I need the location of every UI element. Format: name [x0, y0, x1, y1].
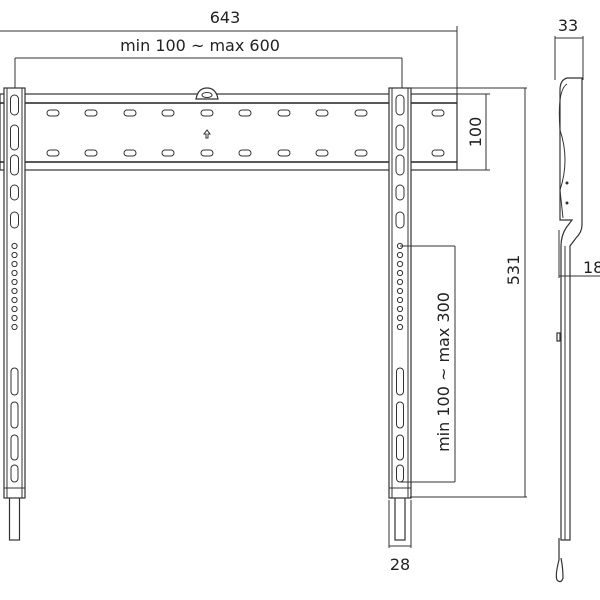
mounting-hole	[84, 149, 98, 157]
dimension-bar-height: 100	[457, 93, 490, 171]
mounting-hole	[238, 149, 252, 157]
rail-hole	[11, 269, 18, 277]
mounting-hole	[315, 149, 329, 157]
dimension-overall-height: 531	[410, 87, 527, 498]
mounting-hole	[431, 149, 445, 157]
mounting-hole	[277, 109, 291, 117]
rail-slot	[395, 184, 405, 201]
rail-hole	[11, 251, 18, 259]
rail-width-label: 28	[390, 555, 410, 574]
rail-hole	[396, 269, 404, 277]
rail-slot	[396, 367, 404, 396]
rail-slot	[10, 94, 19, 116]
rail-hole	[11, 260, 18, 268]
rail-hole	[11, 296, 18, 304]
vertical-range-label: min 100 ~ max 300	[434, 292, 453, 452]
mounting-hole	[46, 149, 60, 157]
rail-hole	[396, 314, 404, 322]
rail-slot	[10, 367, 19, 396]
rail-slot	[10, 401, 19, 429]
mounting-hole	[200, 109, 214, 117]
side-view: 33 18	[554, 16, 600, 583]
rail-hole	[11, 278, 18, 286]
overall-height-label: 531	[504, 255, 523, 286]
mounting-hole	[315, 109, 329, 117]
rail-hole	[11, 314, 18, 322]
mounting-holes	[46, 109, 445, 157]
rail	[3, 87, 26, 541]
horizontal-bar	[0, 87, 458, 171]
rail-slot	[395, 124, 405, 151]
rail	[388, 87, 412, 541]
rail-hole	[396, 251, 404, 259]
dimension-rail-width: 28	[388, 500, 412, 574]
rail-hole	[396, 260, 404, 268]
mounting-hole	[161, 149, 175, 157]
rail-hole	[396, 323, 404, 331]
overall-width-label: 643	[210, 8, 241, 27]
mounting-hole	[161, 109, 175, 117]
vertical-rails	[3, 87, 412, 541]
mounting-hole	[84, 109, 98, 117]
rail-slot	[10, 124, 19, 151]
rail-hole	[396, 287, 404, 295]
depth-label: 33	[558, 16, 578, 35]
rail-slot	[10, 154, 19, 176]
rail-slot	[10, 434, 19, 461]
mounting-hole	[354, 109, 368, 117]
mounting-hole	[354, 149, 368, 157]
hook-icon	[195, 87, 219, 100]
rail-slot	[10, 464, 19, 483]
rail-hole	[11, 242, 18, 250]
min-depth-label: 18	[583, 258, 600, 277]
rail-slot	[396, 434, 404, 461]
rail-hole	[11, 287, 18, 295]
rail-slot	[395, 154, 405, 176]
dimension-vertical-range: min 100 ~ max 300	[400, 245, 456, 483]
mounting-hole	[123, 149, 137, 157]
rail-slot	[10, 211, 19, 229]
mounting-hole	[46, 109, 60, 117]
rail-hole	[396, 278, 404, 286]
mounting-hole	[431, 109, 445, 117]
rail-slot	[395, 211, 405, 229]
rail-hole	[396, 296, 404, 304]
horizontal-range-label: min 100 ~ max 600	[120, 36, 280, 55]
rail-slot	[396, 401, 404, 429]
mounting-hole	[277, 149, 291, 157]
rail-hole	[396, 305, 404, 313]
dimension-horizontal-range: min 100 ~ max 600	[14, 36, 403, 90]
rail-slot	[10, 184, 19, 201]
dimension-overall-width: 643	[0, 8, 458, 95]
mounting-hole	[200, 149, 214, 157]
up-arrow-icon	[203, 129, 211, 139]
mounting-hole	[238, 109, 252, 117]
mounting-hole	[123, 109, 137, 117]
rail-hole	[11, 323, 18, 331]
rail-slot	[395, 94, 405, 116]
bar-height-label: 100	[466, 117, 485, 148]
rail-hole	[11, 305, 18, 313]
